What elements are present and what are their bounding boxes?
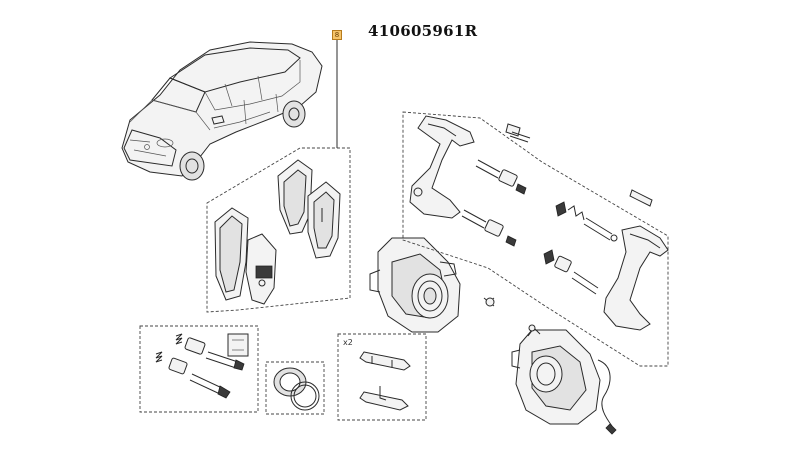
screw-icon	[529, 325, 535, 331]
bolt-icon	[506, 124, 530, 142]
guide-pin-icon	[176, 334, 244, 370]
seal-ring-kit-box	[266, 362, 324, 414]
anti-rattle-clip-box	[338, 334, 426, 420]
guide-pin-icon	[462, 210, 516, 246]
part-number-label: 410605961R	[368, 22, 478, 40]
brake-pad-icon	[308, 182, 340, 258]
piston-seal-icon	[274, 368, 319, 410]
brake-caliper-icon	[370, 238, 460, 332]
brake-pad-icon	[215, 208, 248, 300]
caliper-bracket-icon	[604, 226, 668, 330]
guide-pin-icon	[544, 250, 598, 294]
bleeder-screw-icon	[484, 298, 494, 306]
guide-pin-icon	[156, 352, 230, 398]
guide-pin-icon	[556, 202, 617, 241]
vehicle-illustration	[122, 42, 322, 180]
instruction-label-icon	[228, 334, 248, 356]
brake-pad-kit-box	[207, 148, 350, 312]
quantity-marker: x2	[343, 338, 353, 347]
guide-pin-icon	[630, 190, 652, 206]
guide-pin-icon	[476, 160, 526, 194]
caliper-bracket-icon	[410, 116, 474, 218]
brake-caliper-icon	[512, 328, 616, 434]
callout-marker: 8	[332, 30, 342, 40]
brake-pad-icon	[246, 234, 276, 304]
brake-pad-icon	[278, 160, 312, 234]
caliper-carrier-box	[403, 112, 668, 366]
guide-pin-kit-box	[140, 326, 258, 412]
anti-rattle-clip-icon	[360, 352, 410, 410]
